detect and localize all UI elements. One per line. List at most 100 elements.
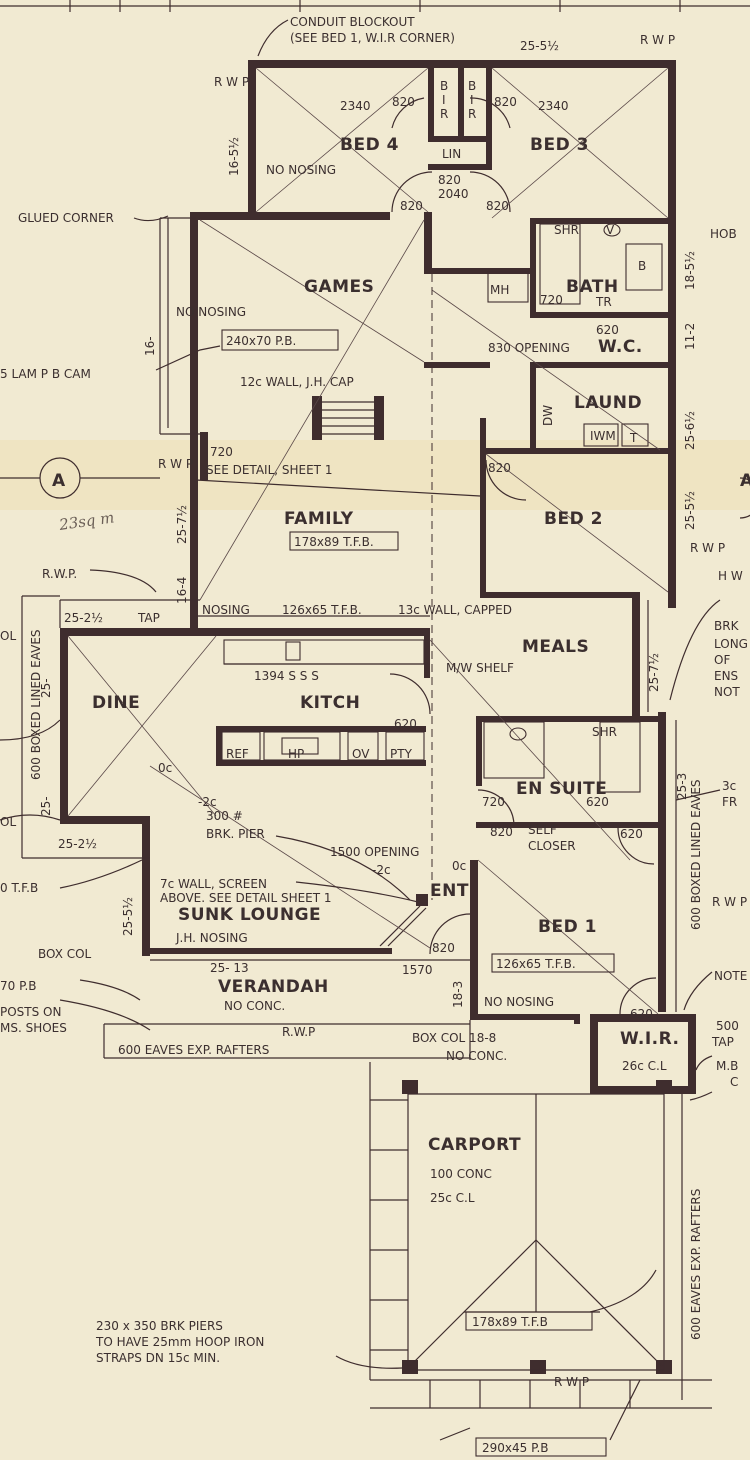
note-wall-capped: 13c WALL, CAPPED [398,603,512,617]
walls [60,60,696,1374]
note-not: NOT [714,685,740,699]
note-piers-3: STRAPS DN 15c MIN. [96,1351,220,1365]
note-ol: OL [0,629,16,643]
note-hob: HOB [710,227,737,241]
dim-820-ent: 820 [432,941,455,955]
notes: CONDUIT BLOCKOUT (SEE BED 1, W.I.R CORNE… [0,15,750,1457]
note-self-closer-1: SELF [528,823,557,837]
dim-25-7-meals: 25-7½ [647,653,661,692]
note-ov: OV [352,747,370,761]
note-opening-830: 830 OPENING [488,341,570,355]
note-tr: TR [595,295,612,309]
dim-1570: 1570 [402,963,433,977]
bir-b-left: B [440,79,448,93]
dim-820-lin: 820 [438,173,461,187]
note-v: V [606,223,615,237]
note-no-nosing-bed4: NO NOSING [266,163,336,177]
bir-labels: B I R B I R [440,79,476,121]
note-minus2c-2: -2c [372,863,391,877]
dim-16-5: 16-5½ [227,137,241,176]
dim-25-7: 25-7½ [175,505,189,544]
note-ol-2: OL [0,815,16,829]
room-carport: CARPORT [428,1135,521,1155]
dim-820-ens: 820 [490,825,513,839]
dim-620-closer: 620 [620,827,643,841]
note-eaves-left: 600 BOXED LINED EAVES [29,629,43,780]
note-rwp-bed4: R W P [214,75,249,89]
note-eaves-exp: 600 EAVES EXP. RAFTERS [118,1043,269,1057]
note-mw-shelf: M/W SHELF [446,661,514,675]
note-lam-pb: 5 LAM P B CAM [0,367,91,381]
note-of: OF [714,653,730,667]
dim-16-4: 16-4 [175,577,189,604]
note-piers-1: 230 x 350 BRK PIERS [96,1319,223,1333]
note-posts: POSTS ON [0,1005,61,1019]
dim-25-left: 25- [39,678,53,698]
room-en-suite: EN SUITE [516,779,607,799]
dim-620-wc: 620 [596,323,619,337]
bir-r-right: R [468,107,476,121]
dimensions: 25-5½ 2340 820 820 2340 820 2040 820 820… [39,39,697,1073]
bir-i-right: I [470,93,474,107]
note-fr: FR [722,795,737,809]
room-dine: DINE [92,693,140,713]
note-hw: H W [718,569,743,583]
dim-25-3: 25-3 [675,773,689,800]
note-minus2c-1: -2c [198,795,217,809]
note-tfb-left: 0 T.F.B [0,881,38,895]
room-labels: BED 4 BED 3 GAMES BATH W.C. LAUND BED 2 … [92,135,679,1155]
note-rwp-verandah: R.W.P [282,1025,315,1039]
dim-25-5-right: 25-5½ [683,491,697,530]
note-mh: MH [490,283,509,297]
note-wall-jh: 12c WALL, J.H. CAP [240,375,354,389]
dim-820-c: 820 [400,199,423,213]
note-b: B [638,259,646,273]
note-not-2: NOTE [714,969,747,983]
note-brk-pier-2: BRK. PIER [206,827,265,841]
note-sss: 1394 S S S [254,669,319,683]
note-lin: LIN [442,147,461,161]
note-family-beam-2: 126x65 T.F.B. [282,603,362,617]
dim-820-b: 820 [494,95,517,109]
note-long: LONG [714,637,748,651]
dim-2340-right: 2340 [538,99,569,113]
note-eaves-carport: 600 EAVES EXP. RAFTERS [689,1189,703,1340]
dim-11-2: 11-2 [683,323,697,350]
room-bed3: BED 3 [530,135,589,155]
note-hp: HP [288,747,304,761]
note-no-conc: NO CONC. [224,999,285,1013]
note-pb-70: 70 P.B [0,979,37,993]
section-a-right: A [740,471,750,491]
note-see-detail: SEE DETAIL, SHEET 1 [206,463,332,477]
bir-b-right: B [468,79,476,93]
room-meals: MEALS [522,637,589,657]
note-tap: TAP [137,611,160,625]
note-rwp-left: R.W.P. [42,567,77,581]
room-laund: LAUND [574,393,642,413]
note-ens: ENS [714,669,738,683]
note-bed1-beam: 126x65 T.F.B. [496,957,576,971]
note-mb: M.B [716,1059,738,1073]
note-carport-cl: 25c C.L [430,1191,475,1205]
note-t: T [629,431,638,445]
note-3c: 3c [722,779,736,793]
room-bed2: BED 2 [544,509,603,529]
note-box-col: BOX COL [38,947,92,961]
dim-25-left-2: 25- [39,796,53,816]
note-pty: PTY [390,747,413,761]
dim-620-wir: 620 [630,1007,653,1021]
dim-16: 16- [143,336,157,356]
note-nosing: NOSING [202,603,250,617]
note-rwp-right: R W P [690,541,725,555]
note-c: C [730,1075,738,1089]
note-box-col-188: BOX COL 18-8 [412,1031,496,1045]
dim-620-kitch: 620 [394,717,417,731]
note-shr: SHR [554,223,579,237]
note-no-nosing-bed1: NO NOSING [484,995,554,1009]
room-wc: W.C. [598,337,643,357]
dim-720-family: 720 [210,445,233,459]
dim-2040: 2040 [438,187,469,201]
bir-i-left: I [442,93,446,107]
note-beam-games: 240x70 P.B. [226,334,296,348]
bir-r-left: R [440,107,448,121]
